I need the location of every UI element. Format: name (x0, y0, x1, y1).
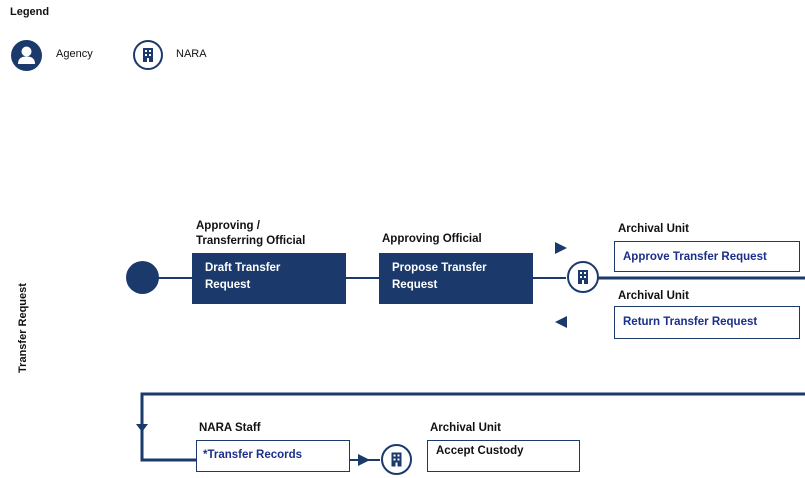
arrow-approve (555, 242, 567, 254)
swimlane-label: Transfer Request (17, 283, 29, 373)
agency-icon (11, 40, 42, 71)
nara-decision-building-icon (567, 261, 599, 293)
arrow-down-row2 (136, 424, 148, 432)
legend-title: Legend (10, 6, 50, 18)
legend-nara-label: NARA (176, 48, 207, 60)
draft-label-line-2: Request (205, 279, 251, 291)
accept-custody-box[interactable]: Accept Custody (427, 440, 580, 472)
role-archival-unit-return: Archival Unit (618, 290, 689, 302)
role-line-2: Transferring Official (196, 235, 306, 247)
role-archival-unit-approve: Archival Unit (618, 223, 689, 235)
role-approving-official: Approving Official (382, 233, 482, 245)
propose-label-line-1: Propose Transfer (392, 262, 487, 274)
role-line-1: Approving / (196, 220, 260, 232)
transfer-records-box[interactable]: *Transfer Records (196, 440, 350, 472)
role-approving-transferring-official: Approving / Transferring Official (196, 219, 305, 249)
nara-building-icon (133, 40, 163, 70)
accept-custody-label: Accept Custody (436, 445, 524, 457)
propose-transfer-request-box[interactable]: Propose Transfer Request (379, 253, 533, 304)
start-node (126, 261, 159, 294)
transfer-records-label: *Transfer Records (203, 449, 303, 461)
arrow-return (555, 316, 567, 328)
legend-agency-label: Agency (56, 48, 93, 60)
role-archival-unit-accept: Archival Unit (430, 422, 501, 434)
role-nara-staff: NARA Staff (199, 422, 261, 434)
nara-accept-building-icon (381, 444, 412, 475)
approve-transfer-request-label: Approve Transfer Request (623, 251, 767, 263)
return-transfer-request-label: Return Transfer Request (623, 316, 758, 328)
draft-label-line-1: Draft Transfer (205, 262, 281, 274)
approve-transfer-request-box[interactable]: Approve Transfer Request (614, 241, 800, 272)
arrow-accept (358, 454, 370, 466)
propose-label-line-2: Request (392, 279, 438, 291)
draft-transfer-request-box[interactable]: Draft Transfer Request (192, 253, 346, 304)
return-transfer-request-box[interactable]: Return Transfer Request (614, 306, 800, 339)
